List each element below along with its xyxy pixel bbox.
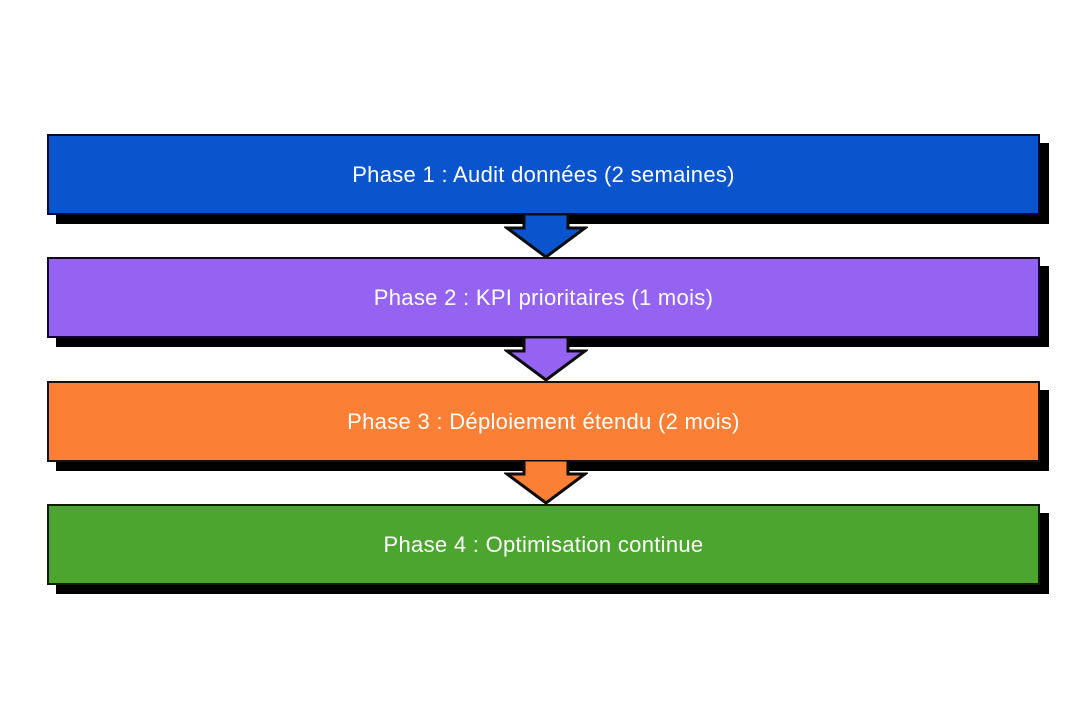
phase-4-box: Phase 4 : Optimisation continue [47, 504, 1040, 585]
down-arrow-icon [504, 460, 588, 505]
down-arrow-icon [504, 214, 588, 259]
phase-4-label: Phase 4 : Optimisation continue [383, 531, 704, 557]
connector-phase-1-to-2 [504, 214, 588, 259]
down-arrow-icon [504, 337, 588, 382]
connector-phase-2-to-3 [504, 337, 588, 382]
phase-2-label: Phase 2 : KPI prioritaires (1 mois) [373, 284, 714, 310]
phase-3-label: Phase 3 : Déploiement étendu (2 mois) [347, 408, 740, 434]
connector-phase-3-to-4 [504, 460, 588, 505]
phase-1-label: Phase 1 : Audit données (2 semaines) [352, 161, 735, 187]
phase-1-box: Phase 1 : Audit données (2 semaines) [47, 134, 1040, 215]
phase-2-box: Phase 2 : KPI prioritaires (1 mois) [47, 257, 1040, 338]
phase-3-box: Phase 3 : Déploiement étendu (2 mois) [47, 381, 1040, 462]
